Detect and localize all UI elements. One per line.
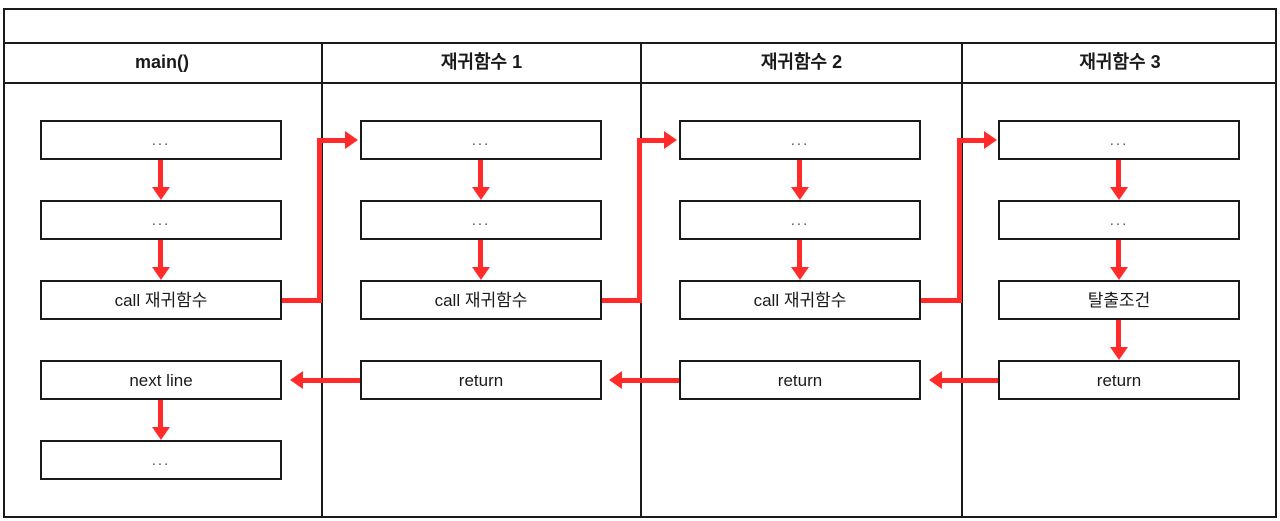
return-hop-1-arrowhead xyxy=(290,371,303,389)
call-hop-3-segment-out xyxy=(921,298,961,303)
flow-main-1-to-2-arrowhead xyxy=(152,267,170,280)
node-rec3-base-case: 탈출조건 xyxy=(998,280,1240,320)
flow-rec3-2-to-3-line xyxy=(1116,320,1121,350)
return-hop-1-line xyxy=(303,378,361,383)
node-rec1-0: ... xyxy=(360,120,602,160)
flow-rec3-0-to-1-arrowhead xyxy=(1110,187,1128,200)
node-rec3-0: ... xyxy=(998,120,1240,160)
column-header-main: main() xyxy=(135,52,189,72)
flow-rec2-1-to-2-line xyxy=(797,240,802,270)
node-main-0: ... xyxy=(40,120,282,160)
column-divider-1 xyxy=(321,42,323,518)
return-hop-3-arrowhead xyxy=(929,371,942,389)
flow-rec3-2-to-3-arrowhead xyxy=(1110,347,1128,360)
flow-rec1-0-to-1-arrowhead xyxy=(472,187,490,200)
node-main-1: ... xyxy=(40,200,282,240)
return-hop-2-arrowhead xyxy=(609,371,622,389)
node-rec2-0: ... xyxy=(679,120,921,160)
node-rec2-return: return xyxy=(679,360,921,400)
return-hop-2-line xyxy=(622,378,680,383)
call-hop-3-segment-in xyxy=(957,138,986,143)
call-hop-1-segment-in xyxy=(317,138,347,143)
node-main-call: call 재귀함수 xyxy=(40,280,282,320)
flow-rec3-1-to-2-line xyxy=(1116,240,1121,270)
flow-rec2-0-to-1-arrowhead xyxy=(791,187,809,200)
flow-rec1-0-to-1-line xyxy=(478,160,483,190)
node-rec1-1: ... xyxy=(360,200,602,240)
call-hop-2-segment-out xyxy=(602,298,642,303)
flow-main-0-to-1-line xyxy=(158,160,163,190)
node-rec1-return: return xyxy=(360,360,602,400)
column-header-recursive-3: 재귀함수 3 xyxy=(1079,52,1161,72)
call-hop-2-segment-in xyxy=(637,138,666,143)
node-rec3-1: ... xyxy=(998,200,1240,240)
flow-rec2-1-to-2-arrowhead xyxy=(791,267,809,280)
node-main-next-line: next line xyxy=(40,360,282,400)
node-main-4: ... xyxy=(40,440,282,480)
flow-main-3-to-4-line xyxy=(158,400,163,430)
node-rec2-call: call 재귀함수 xyxy=(679,280,921,320)
call-hop-2-arrowhead xyxy=(664,131,677,149)
column-divider-3 xyxy=(961,42,963,518)
flow-rec1-1-to-2-line xyxy=(478,240,483,270)
column-header-recursive-2: 재귀함수 2 xyxy=(760,52,843,72)
node-rec3-return: return xyxy=(998,360,1240,400)
return-hop-3-line xyxy=(942,378,999,383)
call-hop-1-segment-up xyxy=(317,138,322,303)
call-hop-3-segment-up xyxy=(957,138,962,303)
flow-rec3-0-to-1-line xyxy=(1116,160,1121,190)
call-hop-3-arrowhead xyxy=(984,131,997,149)
node-rec2-1: ... xyxy=(679,200,921,240)
flow-main-0-to-1-arrowhead xyxy=(152,187,170,200)
flow-main-1-to-2-line xyxy=(158,240,163,270)
flow-rec2-0-to-1-line xyxy=(797,160,802,190)
node-rec1-call: call 재귀함수 xyxy=(360,280,602,320)
call-hop-1-segment-out xyxy=(282,298,322,303)
flow-rec3-1-to-2-arrowhead xyxy=(1110,267,1128,280)
call-hop-1-arrowhead xyxy=(345,131,358,149)
flow-rec1-1-to-2-arrowhead xyxy=(472,267,490,280)
column-header-recursive-1: 재귀함수 1 xyxy=(440,52,523,72)
flow-main-3-to-4-arrowhead xyxy=(152,427,170,440)
call-hop-2-segment-up xyxy=(637,138,642,303)
